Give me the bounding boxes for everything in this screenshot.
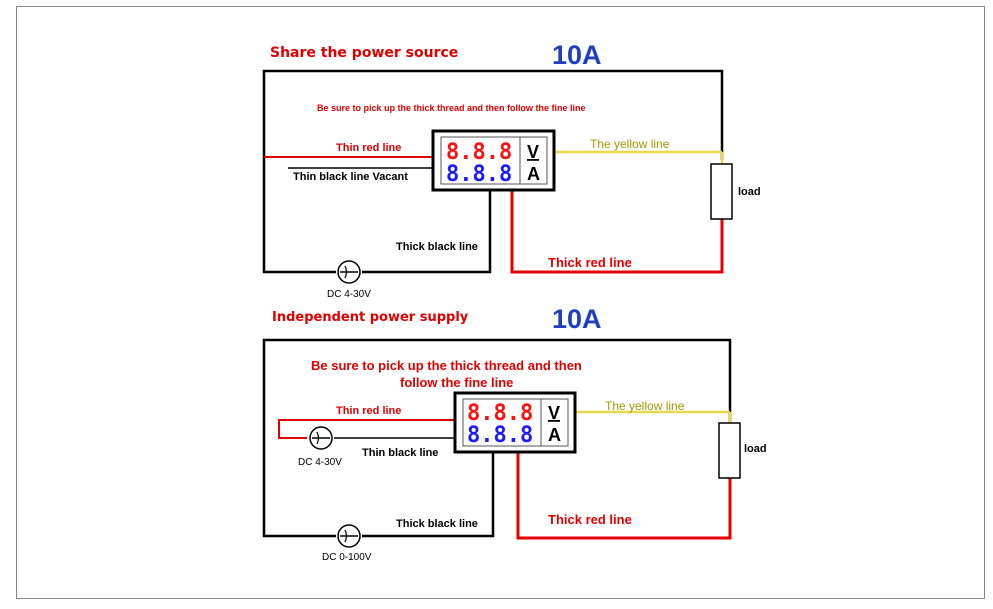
d1-bottom-black-wire [362,190,492,274]
d1-dc-source-icon [337,260,361,284]
d1-thin-red-label: Thin red line [336,142,401,154]
d1-thin-black-label: Thin black line Vacant [293,171,408,183]
d2-load-resistor [718,422,741,479]
d2-note-line2: follow the fine line [400,375,513,390]
d1-load-label: load [738,186,761,198]
d1-note: Be sure to pick up the thick thread and … [317,103,586,113]
image-frame [16,6,985,599]
d1-volt-amp-meter: 8.8.8 8.8.8 V A [431,129,556,192]
d2-aux-source-label: DC 4-30V [298,457,342,468]
d2-meter-unit-v: V [548,403,560,423]
d2-thin-red-label: Thin red line [336,405,401,417]
d2-heading: Independent power supply [272,310,469,325]
d2-load-label: load [744,443,767,455]
d1-meter-amp-reading: 8.8.8 [446,162,512,187]
d2-aux-dc-source-icon [309,426,333,450]
d1-load-resistor [710,163,733,220]
d2-main-source-label: DC 0-100V [322,552,372,563]
d2-thick-red-label: Thick red line [548,512,632,527]
d1-meter-unit-v: V [527,142,539,162]
d1-outer-black-wire [262,69,724,274]
d1-thick-black-label: Thick black line [396,241,478,253]
d2-thick-red-wire [516,452,732,540]
d1-thick-red-wire [510,190,724,274]
d2-main-dc-source-icon [337,524,361,548]
d2-thick-black-label: Thick black line [396,518,478,530]
d1-source-label: DC 4-30V [327,289,371,300]
d2-meter-volt-reading: 8.8.8 [467,401,533,426]
d2-meter-unit-a: A [548,425,561,445]
d1-meter-volt-reading: 8.8.8 [446,140,512,165]
d1-current-rating: 10A [552,40,602,70]
d2-meter-amp-reading: 8.8.8 [467,423,533,448]
d2-outer-black-wire [262,338,732,538]
diagram-shared-power-source: 8.8.8 8.8.8 V A Share the power source 1… [262,40,761,300]
d2-thin-black-label: Thin black line [362,447,438,459]
d1-yellow-label: The yellow line [590,137,670,151]
d1-thick-red-label: Thick red line [548,255,632,270]
d2-current-rating: 10A [552,304,602,334]
d2-volt-amp-meter: 8.8.8 8.8.8 V A [453,391,577,454]
d2-note-line1: Be sure to pick up the thick thread and … [311,358,582,373]
d1-meter-unit-a: A [527,164,540,184]
d1-heading: Share the power source [270,45,458,61]
diagram-independent-power-supply: 8.8.8 8.8.8 V A Independent power supply… [262,304,767,563]
d2-thin-red-wire [278,419,455,439]
d2-yellow-label: The yellow line [605,399,685,413]
